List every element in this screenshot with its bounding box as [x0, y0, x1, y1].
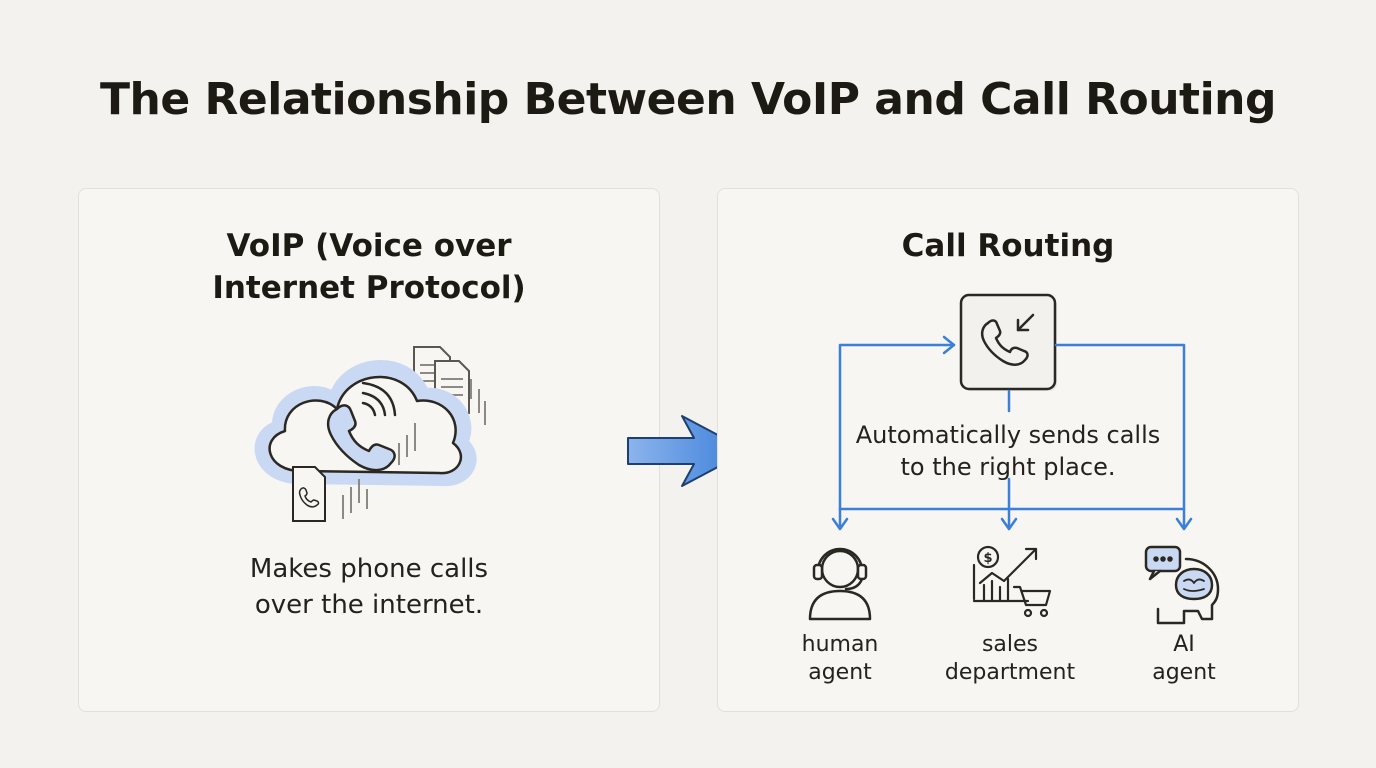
arrow-right-icon [627, 415, 749, 487]
voip-desc-line2: over the internet. [254, 590, 484, 620]
dollar-symbol: $ [983, 551, 992, 566]
voip-title-line1: VoIP (Voice over [226, 228, 512, 264]
destination-label-line1: sales [981, 632, 1039, 657]
voip-panel: VoIP (Voice over Internet Protocol) [78, 188, 660, 712]
destination-sales-department: sales department [930, 631, 1090, 687]
cloud-icon [254, 360, 477, 487]
voip-title-line2: Internet Protocol) [212, 270, 526, 306]
destination-label-line2: department [944, 660, 1076, 685]
dollar-icon: $ [983, 551, 992, 566]
destination-label-line1: AI [1173, 632, 1195, 657]
routing-lines [831, 335, 1193, 531]
call-routing-desc-line2: to the right place. [900, 453, 1116, 481]
voip-desc-line1: Makes phone calls [249, 554, 489, 584]
destination-label-line2: agent [1152, 660, 1216, 685]
destination-human-agent: human agent [760, 631, 920, 687]
sound-wave-icon [342, 379, 486, 519]
destination-label-line2: agent [808, 660, 872, 685]
call-routing-title: Call Routing [901, 228, 1115, 264]
call-routing-description: Automatically sends calls to the right p… [718, 419, 1298, 483]
sales-chart-cart-icon [972, 545, 1052, 618]
call-routing-panel: Call Routing [717, 188, 1299, 712]
voip-title: VoIP (Voice over Internet Protocol) [79, 225, 659, 309]
destination-ai-agent: AI agent [1104, 631, 1264, 687]
incoming-call-icon [959, 293, 1057, 391]
document-icon [292, 466, 326, 522]
destination-label-line1: human [801, 632, 879, 657]
voip-illustration [254, 346, 486, 522]
phone-icon [326, 381, 397, 472]
headset-person-icon [808, 547, 872, 621]
call-routing-desc-line1: Automatically sends calls [855, 421, 1161, 449]
routing-diagram [808, 293, 1220, 625]
ai-brain-head-icon [1144, 545, 1220, 625]
page-title: The Relationship Between VoIP and Call R… [100, 74, 1276, 125]
voip-description: Makes phone calls over the internet. [79, 551, 659, 623]
